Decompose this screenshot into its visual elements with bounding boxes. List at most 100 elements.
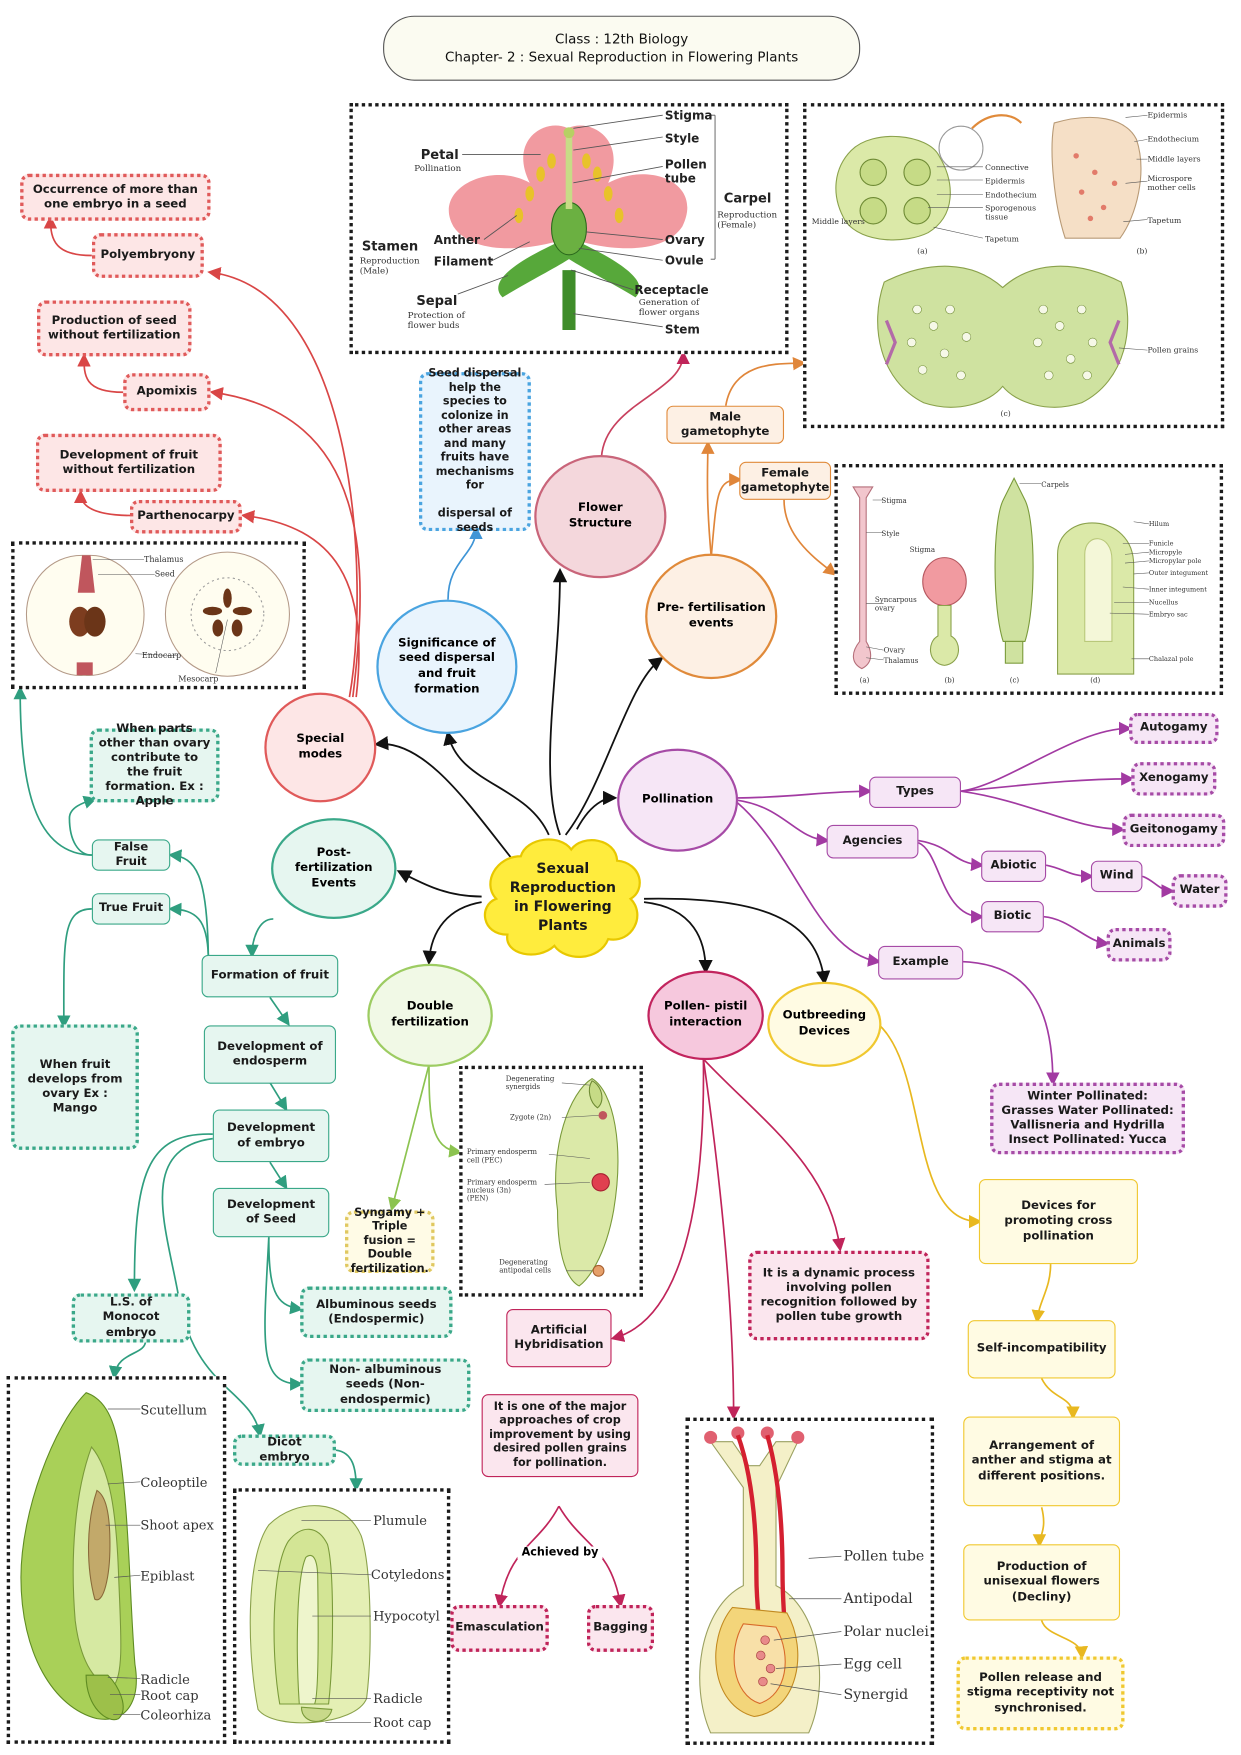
label-radicle: Radicle xyxy=(373,1692,423,1707)
development-of-seed-node[interactable]: Development of Seed xyxy=(212,1187,330,1238)
label-funicle: Funicle xyxy=(1149,540,1174,548)
biotic-node[interactable]: Biotic xyxy=(981,901,1044,933)
label-petal-sub: Pollination xyxy=(414,164,461,174)
parthenocarpy-definition: Development of fruit without fertilizati… xyxy=(35,433,222,492)
hub-outbreeding[interactable]: Outbreeding Devices xyxy=(767,981,882,1067)
polyembryony-node[interactable]: Polyembryony xyxy=(91,233,204,278)
label-endothecium-2: Endothecium xyxy=(985,191,1037,200)
example-node[interactable]: Example xyxy=(878,945,964,980)
false-fruit-node[interactable]: False Fruit xyxy=(91,839,171,871)
label-petal: Petal xyxy=(421,148,459,163)
label-egg-cell: Egg cell xyxy=(844,1657,903,1673)
label-cotyledons: Cotyledons xyxy=(371,1568,445,1583)
water-node[interactable]: Water xyxy=(1171,874,1228,908)
monocot-embryo-figure: Scutellum Coleoptile Shoot apex Epiblast… xyxy=(6,1376,227,1744)
pen-dot xyxy=(591,1173,610,1192)
hub-post-fertilization[interactable]: Post- fertilization Events xyxy=(271,818,397,919)
hub-special-modes[interactable]: Special modes xyxy=(264,692,377,803)
apomixis-node[interactable]: Apomixis xyxy=(123,373,211,412)
stigma-shape xyxy=(563,127,575,139)
label-c: (c) xyxy=(1010,676,1020,685)
male-gametophyte-node[interactable]: Male gametophyte xyxy=(666,405,785,444)
anther-section-c xyxy=(877,265,1129,408)
label-root-cap: Root cap xyxy=(373,1716,431,1731)
anther-section-b xyxy=(1051,116,1142,239)
style-shape xyxy=(565,132,573,209)
label-shoot-apex: Shoot apex xyxy=(140,1519,214,1534)
hub-pollen-pistil[interactable]: Pollen- pistil interaction xyxy=(647,970,764,1061)
geitonogamy-node[interactable]: Geitonogamy xyxy=(1122,813,1226,848)
development-of-embryo-node[interactable]: Development of embryo xyxy=(212,1109,330,1163)
label-thalamus: Thalamus xyxy=(884,656,919,665)
animals-node[interactable]: Animals xyxy=(1106,927,1172,962)
label-stamen-sub: Reproduction(Male) xyxy=(360,257,420,277)
hub-pollination[interactable]: Pollination xyxy=(617,748,739,852)
label-endothecium: Endothecium xyxy=(1147,135,1199,144)
artificial-hybridisation-definition: It is one of the major approaches of cro… xyxy=(481,1394,639,1478)
albuminous-seeds-node[interactable]: Albuminous seeds (Endospermic) xyxy=(300,1286,453,1339)
label-middle-layers-2: Middle layers xyxy=(812,217,865,226)
pistil-c xyxy=(994,476,1034,642)
xenogamy-node[interactable]: Xenogamy xyxy=(1131,762,1217,796)
abiotic-node[interactable]: Abiotic xyxy=(981,850,1047,882)
anther-figure: Epidermis Endothecium Middle layers Micr… xyxy=(803,103,1225,429)
hub-pre-fertilisation[interactable]: Pre- fertilisation events xyxy=(645,553,778,680)
label-epidermis: Epidermis xyxy=(1147,110,1187,119)
pollination-types-node[interactable]: Types xyxy=(869,776,961,809)
label-stem: Stem xyxy=(665,322,700,336)
autogamy-node[interactable]: Autogamy xyxy=(1129,712,1219,745)
unisexual-flowers-node[interactable]: Production of unisexual flowers (Decliny… xyxy=(963,1544,1121,1621)
label-antipodal: Antipodal xyxy=(843,1591,914,1607)
non-albuminous-seeds-node[interactable]: Non- albuminous seeds (Non- endospermic) xyxy=(300,1358,471,1413)
label-epiblast: Epiblast xyxy=(140,1570,195,1585)
artificial-hybridisation-node[interactable]: Artificial Hybridisation xyxy=(506,1308,612,1368)
hub-double-fertilization[interactable]: Double fertilization xyxy=(367,963,493,1067)
double-fertilization-note: Syngamy + Triple fusion = Double fertili… xyxy=(344,1207,435,1275)
label-pollen-tube: Pollen tube xyxy=(844,1549,925,1565)
label-a: (a) xyxy=(860,676,870,685)
development-of-endosperm-node[interactable]: Development of endosperm xyxy=(203,1025,337,1084)
formation-of-fruit-node[interactable]: Formation of fruit xyxy=(201,954,339,998)
label-stigma: Stigma xyxy=(881,496,907,505)
label-micropylar-pole: Micropylar pole xyxy=(1149,557,1202,565)
label-ovary: Ovary xyxy=(665,233,705,247)
apple-transverse-section xyxy=(164,551,290,677)
stem-shape xyxy=(562,270,576,331)
cloud-shape xyxy=(483,838,641,959)
self-incompatibility-node[interactable]: Self-incompatibility xyxy=(967,1320,1116,1379)
dicot-embryo-node[interactable]: Dicot embryo xyxy=(232,1434,337,1466)
label-ovule: Ovule xyxy=(665,254,704,268)
emasculation-node[interactable]: Emasculation xyxy=(450,1604,549,1652)
agencies-node[interactable]: Agencies xyxy=(826,824,919,859)
anther-stigma-arrangement-node[interactable]: Arrangement of anther and stigma at diff… xyxy=(963,1416,1121,1507)
hub-flower-structure[interactable]: Flower Structure xyxy=(534,455,667,579)
label-style: Style xyxy=(665,131,699,145)
parthenocarpy-node[interactable]: Parthenocarpy xyxy=(129,499,242,534)
bagging-node[interactable]: Bagging xyxy=(586,1604,655,1652)
page-header: Class : 12th Biology Chapter- 2 : Sexual… xyxy=(383,15,861,81)
label-hypocotyl: Hypocotyl xyxy=(373,1609,440,1624)
wind-node[interactable]: Wind xyxy=(1090,860,1143,893)
class-title: Class : 12th Biology xyxy=(554,31,689,47)
chapter-title: Chapter- 2 : Sexual Reproduction in Flow… xyxy=(444,49,799,66)
monocot-embryo-node[interactable]: L.S. of Monocot embryo xyxy=(71,1293,191,1343)
pollen-release-node[interactable]: Pollen release and stigma receptivity no… xyxy=(956,1656,1125,1731)
hub-significance[interactable]: Significance of seed dispersal and fruit… xyxy=(376,599,518,735)
label-stigma: Stigma xyxy=(665,109,713,123)
fruit-section-figure: Thalamus Seed Endocarp Mesocarp xyxy=(11,541,306,690)
outbreeding-devices-promote-cross[interactable]: Devices for promoting cross pollination xyxy=(978,1178,1138,1265)
label-epidermis-2: Epidermis xyxy=(985,176,1025,185)
female-gametophyte-node[interactable]: Female gametophyte xyxy=(739,461,832,500)
label-chalazal-pole: Chalazal pole xyxy=(1149,655,1194,663)
true-fruit-node[interactable]: True Fruit xyxy=(91,893,171,925)
label-plumule: Plumule xyxy=(373,1514,427,1529)
